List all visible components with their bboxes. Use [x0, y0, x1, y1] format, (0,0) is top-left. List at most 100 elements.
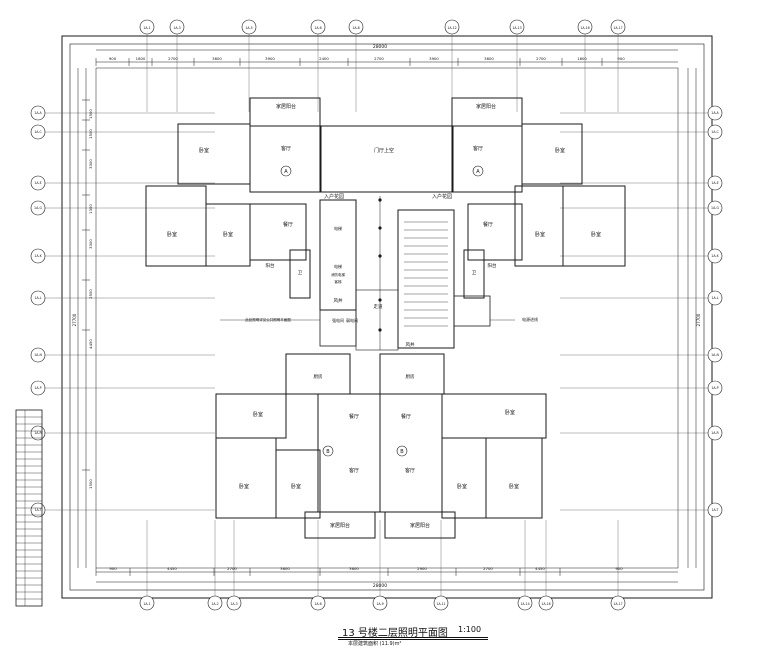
- balcony-br-wall: [384, 511, 456, 539]
- bedroom-lr-wall: [441, 393, 547, 439]
- axis-label-top: 1A-17: [613, 26, 622, 30]
- label-bedroom: 卧室: [505, 409, 515, 416]
- label-dining: 餐厅: [483, 221, 493, 228]
- axis-label-right: 1A-T: [712, 508, 719, 512]
- label-wc: 卫: [472, 270, 477, 276]
- axis-bubble-right: [707, 175, 723, 191]
- label-unit-a: A: [284, 169, 288, 175]
- axis-label-top: 1A-13: [512, 26, 521, 30]
- label-bedroom: 卧室: [457, 483, 467, 490]
- axis-bubble-right: [707, 248, 723, 264]
- dim-top-total: 28000: [373, 44, 387, 50]
- bedroom-ur-wall: [521, 123, 583, 185]
- dimension-frame: [95, 67, 679, 569]
- bedroom-ll3-wall: [275, 449, 321, 519]
- drawing-subtitle: 本层建筑面积 (11.9)m²: [348, 641, 402, 647]
- axis-bubble-left: [30, 105, 46, 121]
- outer-frame: [61, 35, 713, 599]
- corridor-wall: [355, 289, 399, 351]
- axis-label-bottom: 1A-3: [230, 602, 237, 606]
- axis-label-left: 1A-G: [34, 206, 42, 210]
- equipment-legend-table: [15, 409, 43, 607]
- label-bedroom: 卧室: [239, 483, 249, 490]
- light-fixture: [378, 298, 382, 302]
- drawing-frames: [61, 35, 713, 599]
- axis-bubble-left: [30, 347, 46, 363]
- label-shaft: 风井: [406, 341, 415, 348]
- axis-bubble-bottom: [226, 595, 242, 611]
- dining-ur-wall: [467, 203, 523, 261]
- axis-bubble-top: [169, 19, 185, 35]
- dim-left-segment: 4450: [88, 339, 93, 349]
- axis-bubble-top: [310, 19, 326, 35]
- label-bedroom: 卧室: [167, 231, 177, 238]
- axis-label-top: 1A-8: [352, 26, 359, 30]
- dim-bottom-segment: 3600: [349, 566, 359, 571]
- axis-label-bottom: 1A-2: [211, 602, 218, 606]
- bedroom-ul-wall: [177, 123, 251, 185]
- label-balcony-bl: 家居阳台: [330, 522, 350, 529]
- dim-top-segment: 3900: [429, 56, 439, 61]
- axis-bubble-right: [707, 502, 723, 518]
- label-living: 客厅: [349, 467, 359, 474]
- living-rb-wall: [379, 393, 443, 513]
- axis-label-right: 1A-R: [711, 431, 719, 435]
- axis-bubble-bottom: [139, 595, 155, 611]
- axis-bubble-left: [30, 380, 46, 396]
- axis-bubble-bottom: [310, 595, 326, 611]
- label-stair-void: 门厅上空: [374, 147, 394, 154]
- light-fixture: [378, 226, 382, 230]
- axis-bubble-bottom: [207, 595, 223, 611]
- bedroom-ur3-wall: [562, 185, 626, 267]
- label-terrace: 阳台: [488, 262, 497, 269]
- axis-label-right: 1A-E: [711, 181, 718, 185]
- axis-bubble-top: [241, 19, 257, 35]
- axis-bubble-left: [30, 502, 46, 518]
- dim-bottom-segment: 2900: [417, 566, 427, 571]
- label-bedroom: 卧室: [535, 231, 545, 238]
- label-weak: 弱电间: [346, 317, 358, 323]
- label-balcony-tl: 家居阳台: [276, 103, 296, 110]
- wc-l-wall: [289, 249, 311, 299]
- axis-bubble-right: [707, 200, 723, 216]
- label-entry-right: 入户花园: [432, 193, 452, 200]
- label-living: 客厅: [281, 145, 291, 152]
- dim-top-segment: 1800: [136, 56, 146, 61]
- axis-bubble-left: [30, 200, 46, 216]
- axis-label-bottom: 1A-11: [436, 602, 445, 606]
- axis-label-top: 1A-5: [245, 26, 252, 30]
- axis-bubble-left: [30, 425, 46, 441]
- electric-room-wall: [453, 295, 491, 327]
- dim-bottom-segment: 900: [109, 566, 117, 571]
- axis-label-bottom: 1A-6: [314, 602, 321, 606]
- label-dining: 餐厅: [283, 221, 293, 228]
- dim-left-segment: 1300: [88, 204, 93, 214]
- label-terrace: 阳台: [266, 262, 275, 269]
- axis-label-right: 1A-C: [711, 130, 719, 134]
- stair-core-wall: [397, 209, 455, 349]
- axis-bubble-top: [444, 19, 460, 35]
- label-dining: 餐厅: [401, 413, 411, 420]
- axis-label-right: 1A-G: [711, 206, 719, 210]
- label-bedroom: 卧室: [253, 411, 263, 418]
- axis-bubble-bottom: [433, 595, 449, 611]
- axis-bubble-bottom: [610, 595, 626, 611]
- label-unit-b: B: [400, 449, 404, 455]
- balcony-tl-wall: [249, 97, 321, 127]
- axis-label-left: 1A-C: [34, 130, 42, 134]
- axis-label-left: 1A-K: [34, 254, 42, 258]
- label-kitchen: 厨房: [406, 373, 415, 380]
- dim-left-segment: 1500: [88, 129, 93, 139]
- label-kitchen: 厨房: [314, 373, 323, 380]
- stairhall-void-wall: [320, 125, 454, 193]
- unit-b-marker-right: [396, 445, 408, 457]
- axis-label-left: 1A-P: [34, 386, 41, 390]
- label-unit-a: A: [476, 169, 480, 175]
- axis-label-bottom: 1A-16: [541, 602, 550, 606]
- wc-r-wall: [463, 249, 485, 299]
- label-living: 客厅: [473, 145, 483, 152]
- kitchen-lr-wall: [379, 353, 445, 395]
- dim-top-segment: 900: [109, 56, 117, 61]
- bedroom-ll-wall: [215, 393, 287, 439]
